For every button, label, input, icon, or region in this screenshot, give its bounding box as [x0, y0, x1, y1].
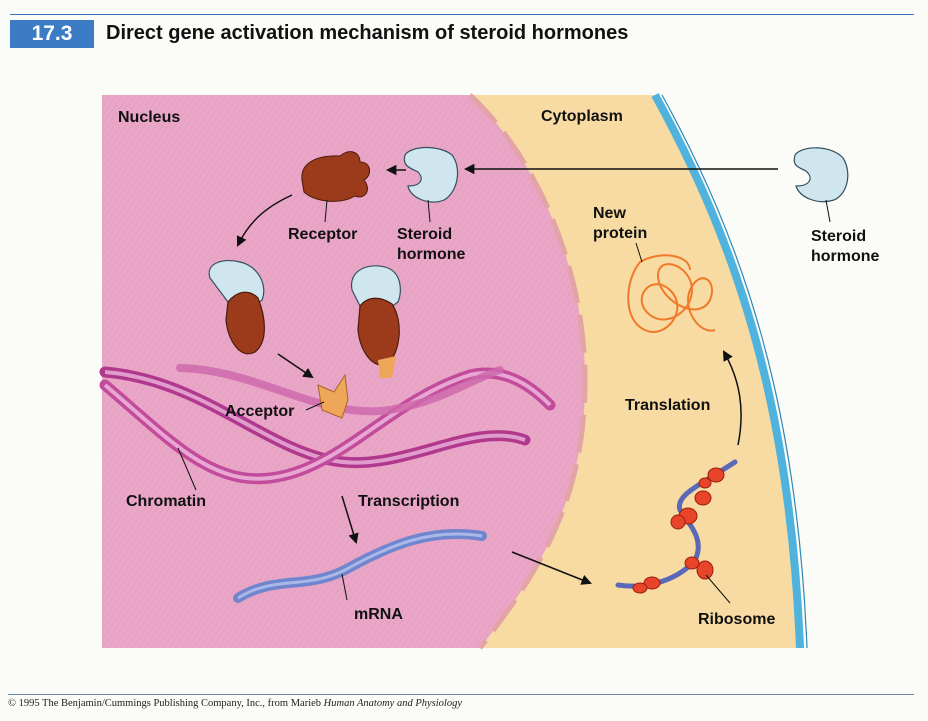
- nucleus-label: Nucleus: [118, 109, 180, 126]
- mrna-label: mRNA: [354, 606, 403, 623]
- ribosome-label: Ribosome: [698, 611, 775, 628]
- new-protein-label-line2: protein: [593, 225, 647, 242]
- steroid-hormone-inner-label-line2: hormone: [397, 246, 466, 263]
- figure-number-badge: 17.3: [10, 20, 94, 48]
- export-arrow: [511, 551, 592, 585]
- new-protein-scribble: [627, 254, 716, 333]
- acceptor-site: [317, 373, 349, 419]
- translation-label: Translation: [625, 397, 710, 414]
- header-rule: [10, 14, 914, 15]
- new-protein-label-line1: New: [593, 205, 626, 222]
- steroid-hormone-inner-shape: [403, 146, 459, 203]
- chromatin-strands: [99, 364, 556, 485]
- cell-membrane: [651, 93, 804, 649]
- ribosomes: [632, 467, 725, 594]
- footer-rule: [8, 694, 914, 695]
- transcription-label: Transcription: [358, 493, 459, 510]
- leader-lines: [177, 199, 831, 604]
- figure-title: Direct gene activation mechanism of ster…: [106, 22, 629, 44]
- transcription-arrow: [341, 495, 359, 545]
- cytoplasm-label: Cytoplasm: [541, 108, 623, 125]
- translation-arrow: [722, 350, 742, 446]
- copyright-text: © 1995 The Benjamin/Cummings Publishing …: [8, 698, 324, 709]
- steroid-hormone-outer-label-line1: Steroid: [811, 228, 866, 245]
- chromatin-label: Chromatin: [126, 493, 206, 510]
- receptor-shape: [301, 151, 370, 202]
- steroid-hormone-outer-label-line2: hormone: [811, 248, 880, 265]
- copyright-line: © 1995 The Benjamin/Cummings Publishing …: [8, 698, 462, 709]
- steroid-hormone-outer-shape: [793, 147, 849, 203]
- complex-arrow: [236, 194, 293, 247]
- receptor-label: Receptor: [288, 226, 357, 243]
- receptor-hormone-complex-arriving: [208, 259, 265, 355]
- to-acceptor-arrow: [277, 353, 314, 379]
- acceptor-label: Acceptor: [225, 403, 294, 420]
- nuclear-envelope: [468, 93, 588, 650]
- book-title: Human Anatomy and Physiology: [323, 698, 463, 709]
- receptor-hormone-complex-bound: [351, 265, 401, 378]
- steroid-hormone-inner-label-line1: Steroid: [397, 226, 452, 243]
